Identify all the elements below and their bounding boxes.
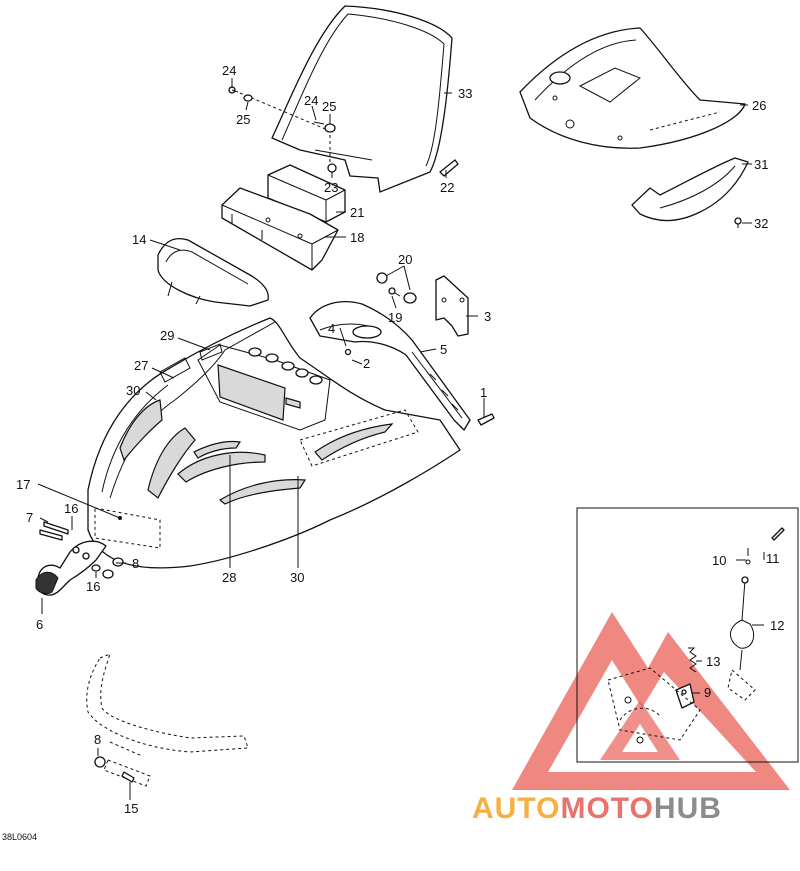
upper-panel	[519, 27, 746, 149]
leader-lines	[37, 78, 765, 800]
callout-5: 5	[440, 342, 447, 357]
callout-17: 17	[16, 477, 30, 492]
watermark-word-auto: AUTO	[472, 792, 560, 825]
callout-22: 22	[440, 180, 454, 195]
callout-11: 11	[766, 551, 780, 566]
callout-14: 14	[132, 232, 146, 247]
svg-text:AUTOMOTOHUB: AUTOMOTOHUB	[472, 792, 722, 825]
callout-30a: 30	[126, 383, 140, 398]
drawing-reference: 38L0604	[2, 832, 37, 842]
callout-26: 26	[752, 98, 766, 113]
watermark-text: AUTOMOTOHUB	[472, 792, 722, 825]
watermark-word-hub: HUB	[654, 792, 722, 825]
callout-30b: 30	[290, 570, 304, 585]
callout-25b: 25	[322, 99, 336, 114]
callout-8b: 8	[94, 732, 101, 747]
callout-28: 28	[222, 570, 236, 585]
callout-4: 4	[328, 321, 335, 336]
callout-10: 10	[712, 553, 726, 568]
callout-labels: 1 2 3 4 5 6 7 8 8 9 10 11 12 13 14 15 16…	[16, 63, 784, 816]
callout-20: 20	[398, 252, 412, 267]
callout-8a: 8	[132, 556, 139, 571]
inset-detail-box	[576, 507, 799, 763]
hood	[87, 317, 461, 569]
callout-21: 21	[350, 205, 364, 220]
front-bumper	[35, 521, 124, 596]
windshield	[239, 5, 453, 193]
callout-7: 7	[26, 510, 33, 525]
callout-32: 32	[754, 216, 768, 231]
callout-2: 2	[363, 356, 370, 371]
lower-bumper-frame	[86, 653, 249, 787]
grommets	[376, 272, 417, 304]
callout-19: 19	[388, 310, 402, 325]
side-rail	[309, 301, 471, 431]
trim-clip	[439, 159, 459, 177]
callout-33: 33	[458, 86, 472, 101]
callout-13: 13	[706, 654, 720, 669]
callout-31: 31	[754, 157, 768, 172]
watermark-logo	[512, 612, 790, 790]
mounting-bracket	[435, 275, 469, 337]
side-deflector	[157, 237, 269, 307]
side-trim-panel	[631, 157, 749, 228]
windshield-screws	[228, 86, 336, 133]
callout-16b: 16	[86, 579, 100, 594]
callout-25a: 25	[236, 112, 250, 127]
callout-18: 18	[350, 230, 364, 245]
callout-24b: 24	[304, 93, 318, 108]
watermark-word-moto: MOTO	[560, 792, 653, 825]
callout-15: 15	[124, 801, 138, 816]
rivet	[477, 413, 495, 426]
callout-9: 9	[704, 685, 711, 700]
callout-24a: 24	[222, 63, 236, 78]
callout-3: 3	[484, 309, 491, 324]
screw	[344, 348, 352, 356]
callout-16a: 16	[64, 501, 78, 516]
callout-29: 29	[160, 328, 174, 343]
callout-23: 23	[324, 180, 338, 195]
callout-1: 1	[480, 385, 487, 400]
callout-12: 12	[770, 618, 784, 633]
callout-6: 6	[36, 617, 43, 632]
callout-27: 27	[134, 358, 148, 373]
